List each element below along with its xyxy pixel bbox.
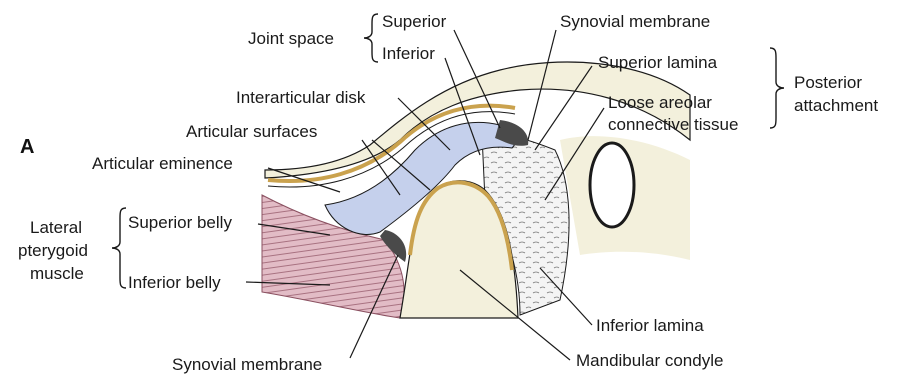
label-posterior-attachment-1: Posterior (794, 73, 862, 92)
label-inferior-belly: Inferior belly (128, 273, 221, 292)
label-superior-belly: Superior belly (128, 213, 232, 232)
label-synovial-membrane-bottom: Synovial membrane (172, 355, 322, 374)
label-loose-areolar-1: Loose areolar (608, 93, 712, 112)
lateral-pterygoid-bracket (112, 208, 126, 288)
ear-canal (590, 143, 634, 227)
label-loose-areolar-2: connective tissue (608, 115, 738, 134)
label-synovial-membrane-top: Synovial membrane (560, 12, 710, 31)
panel-letter: A (20, 136, 34, 158)
label-articular-eminence: Articular eminence (92, 154, 233, 173)
label-lateral-pterygoid-2: pterygoid (18, 241, 88, 260)
joint-space-bracket (364, 14, 378, 62)
posterior-attachment-bracket (770, 48, 784, 128)
label-lateral-pterygoid-3: muscle (30, 264, 84, 283)
label-mandibular-condyle: Mandibular condyle (576, 351, 723, 370)
label-joint-space: Joint space (248, 29, 334, 48)
label-inferior-lamina: Inferior lamina (596, 316, 704, 335)
label-interarticular-disk: Interarticular disk (236, 88, 366, 107)
label-posterior-attachment-2: attachment (794, 96, 878, 115)
label-superior-lamina: Superior lamina (598, 53, 718, 72)
label-articular-surfaces: Articular surfaces (186, 122, 317, 141)
label-superior: Superior (382, 12, 447, 31)
label-inferior: Inferior (382, 44, 435, 63)
label-lateral-pterygoid-1: Lateral (30, 218, 82, 237)
